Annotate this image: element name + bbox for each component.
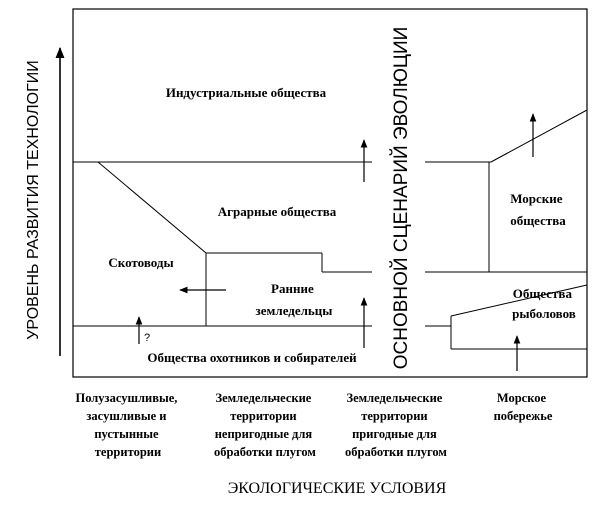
early-farmers-line-2: земледельцы — [256, 303, 333, 318]
region-pastoralists: Скотоводы — [108, 255, 173, 270]
diagram-frame — [72, 8, 588, 378]
column-label-plough: Земледельческие территории пригодные для… — [345, 391, 447, 459]
column-plough-line-2: территории — [361, 409, 427, 423]
column-plough-line-1: Земледельческие — [347, 391, 443, 405]
maritime-line-1: Морские — [510, 191, 563, 206]
column-arid-line-4: территории — [95, 445, 161, 459]
region-hunters: Общества охотников и собирателей — [147, 350, 357, 365]
column-coast-line-2: побережье — [494, 409, 553, 423]
maritime-line-2: общества — [510, 213, 566, 228]
line-maritime-slope — [490, 109, 588, 163]
column-no-plough-line-1: Земледельческие — [216, 391, 312, 405]
center-scenario-label: ОСНОВНОЙ СЦЕНАРИЙ ЭВОЛЮЦИИ — [390, 27, 412, 370]
early-farmers-line-1: Ранние — [271, 281, 314, 296]
fishers-line-2: рыболовов — [512, 306, 576, 321]
x-axis-label: ЭКОЛОГИЧЕСКИЕ УСЛОВИЯ — [228, 480, 447, 497]
region-early-farmers: Ранние земледельцы — [256, 281, 333, 318]
line-fishers-slope — [450, 284, 588, 317]
column-arid-line-1: Полузасушливые, — [75, 391, 177, 405]
column-plough-line-4: обработки плугом — [345, 445, 447, 459]
column-no-plough-line-2: территории — [230, 409, 296, 423]
column-no-plough-line-4: обработки плугом — [214, 445, 316, 459]
question-mark: ? — [144, 332, 150, 344]
column-no-plough-line-3: непригодные для — [215, 427, 313, 441]
region-fishers: Общества рыболовов — [512, 286, 576, 321]
column-plough-line-3: пригодные для — [352, 427, 437, 441]
fishers-line-1: Общества — [513, 286, 573, 301]
column-label-arid: Полузасушливые, засушливые и пустынные т… — [75, 391, 180, 459]
region-industrial: Индустриальные общества — [166, 85, 327, 100]
region-maritime: Морские общества — [510, 191, 566, 228]
column-label-coast: Морское побережье — [494, 391, 553, 423]
column-label-no-plough: Земледельческие территории непригодные д… — [214, 391, 316, 459]
column-coast-line-1: Морское — [497, 391, 547, 405]
region-agrarian: Аграрные общества — [218, 204, 337, 219]
y-axis-label: УРОВЕНЬ РАЗВИТИЯ ТЕХНОЛОГИИ — [25, 60, 42, 340]
line-pastoral-diagonal — [97, 161, 207, 254]
column-arid-line-3: пустынные — [94, 427, 159, 441]
column-arid-line-2: засушливые и — [86, 409, 166, 423]
